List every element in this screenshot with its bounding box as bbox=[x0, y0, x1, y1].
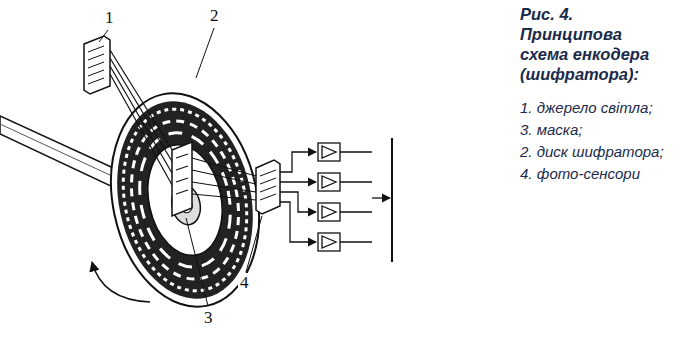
amplifier-symbol bbox=[322, 146, 336, 158]
callout-number: 3 bbox=[202, 308, 215, 328]
amplifier-symbol bbox=[322, 206, 336, 218]
code-track bbox=[118, 111, 253, 289]
beam bbox=[192, 158, 256, 176]
key-item: 1. джерело світла; bbox=[520, 98, 653, 118]
beam bbox=[110, 66, 176, 180]
wire bbox=[280, 152, 316, 172]
beam bbox=[110, 74, 176, 192]
leader-line bbox=[99, 30, 108, 42]
code-tracks bbox=[100, 88, 271, 311]
beam bbox=[110, 50, 176, 156]
output-bus bbox=[391, 138, 393, 262]
figure-caption: Рис. 4. Принципова схема енкодера (шифра… bbox=[520, 4, 672, 84]
wire bbox=[280, 181, 316, 182]
callout-number: 2 bbox=[208, 6, 221, 26]
output-wires bbox=[340, 152, 372, 242]
sensor-beams bbox=[192, 158, 256, 200]
output-arrow bbox=[372, 197, 390, 198]
amplifier-box bbox=[318, 233, 340, 251]
amplifier-box bbox=[318, 173, 340, 191]
source-pins bbox=[88, 46, 104, 84]
code-track bbox=[128, 124, 242, 275]
callout-number: 1 bbox=[103, 8, 116, 28]
amplifier-symbol bbox=[322, 176, 336, 188]
beam bbox=[110, 58, 176, 168]
leader-line bbox=[186, 218, 208, 306]
amplifier-symbol bbox=[322, 236, 336, 248]
disk-center bbox=[138, 138, 232, 263]
amplifiers bbox=[318, 143, 340, 251]
key-item: 3. маска; bbox=[520, 120, 582, 140]
leader-line bbox=[246, 216, 262, 272]
amplifier-box bbox=[318, 203, 340, 221]
leader-line bbox=[196, 28, 214, 78]
mask-slits bbox=[176, 154, 188, 194]
light-source bbox=[84, 36, 110, 94]
rotation-arrow bbox=[92, 262, 150, 302]
mask bbox=[172, 142, 192, 216]
wire bbox=[280, 202, 316, 242]
leader-lines bbox=[99, 28, 262, 306]
code-track bbox=[107, 98, 263, 303]
key-item: 2. диск шифратора; bbox=[520, 142, 664, 162]
callout-number: 4 bbox=[238, 273, 251, 293]
beam bbox=[192, 194, 256, 200]
amplifier-box bbox=[318, 143, 340, 161]
sensor-wires bbox=[280, 152, 316, 242]
encoder-disk bbox=[92, 79, 278, 320]
key-item: 4. фото-сенсори bbox=[520, 164, 640, 184]
photo-sensors bbox=[256, 160, 280, 214]
disk-rim bbox=[92, 79, 278, 320]
beam bbox=[192, 170, 256, 184]
beam bbox=[192, 182, 256, 192]
light-beams bbox=[110, 50, 176, 192]
sensor-cells bbox=[260, 170, 276, 200]
